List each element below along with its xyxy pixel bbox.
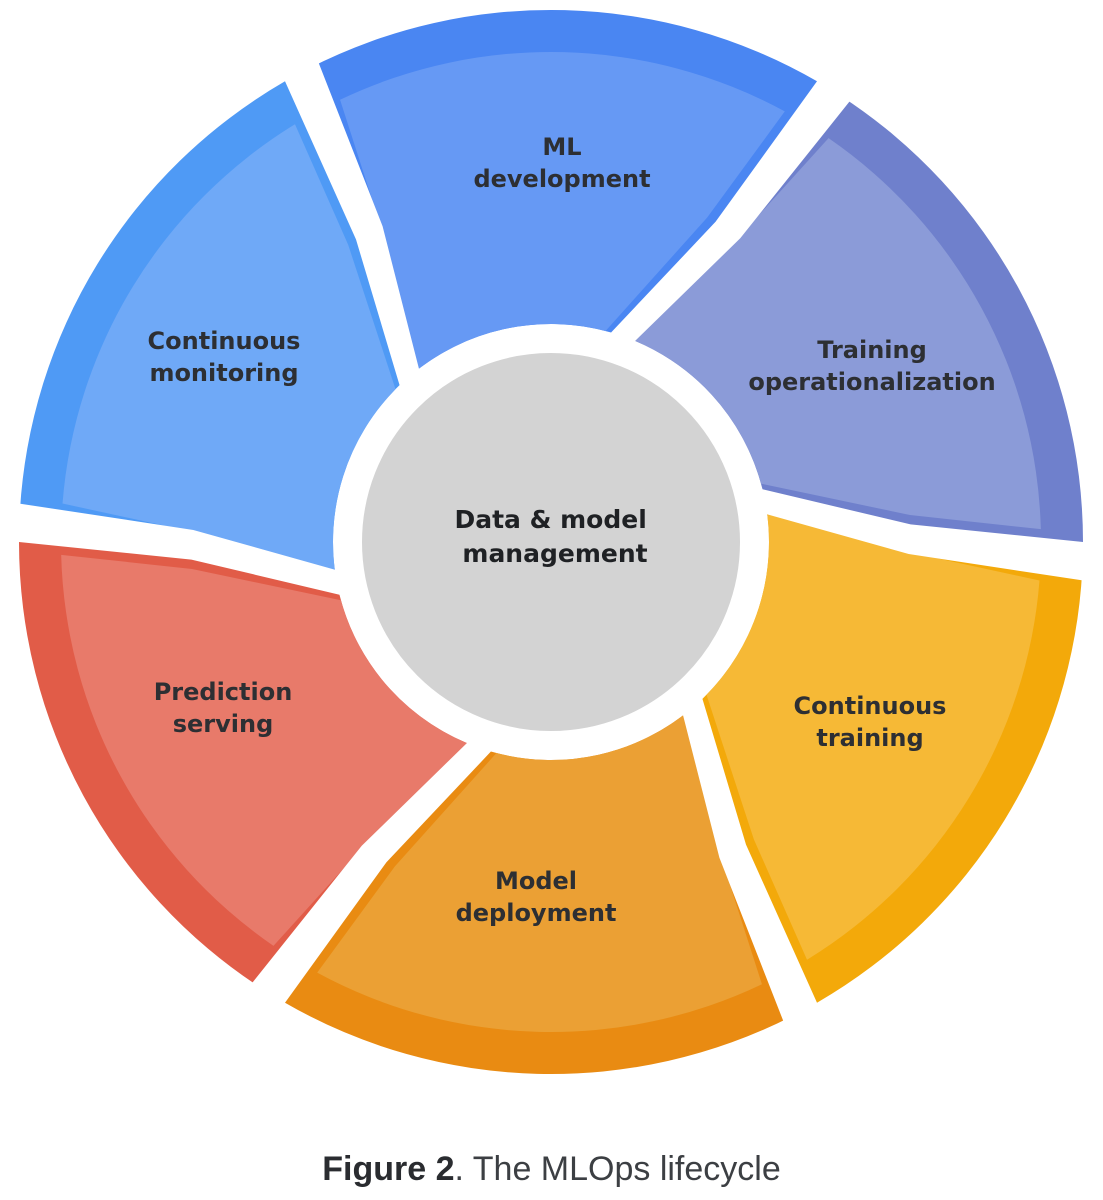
segment-label: Training operationalization <box>748 336 995 396</box>
center-label: Data & model management <box>454 505 655 568</box>
segment-divider <box>296 58 422 384</box>
segment-divider <box>758 490 1090 582</box>
center-label-line-1: Data & model <box>454 505 646 534</box>
segment-label-line: Training <box>817 336 927 364</box>
segment-label-line: ML <box>542 133 581 161</box>
segment-body <box>627 138 1041 530</box>
segment-divider <box>612 83 853 348</box>
segment-divider <box>12 502 344 594</box>
segment-divider <box>680 700 806 1026</box>
segment-body <box>340 51 785 374</box>
segment-label-line: Continuous <box>148 327 301 355</box>
segment-prediction-serving: Prediction serving <box>19 542 481 989</box>
center-label-line-2: management <box>462 539 647 568</box>
segment-label-line: development <box>473 165 650 193</box>
segment-label: Continuous monitoring <box>148 327 301 387</box>
figure-title: . The MLOps lifecycle <box>454 1150 781 1188</box>
segment-label-line: Prediction <box>154 678 293 706</box>
segment-training-operationalization: Training operationalization <box>621 95 1083 542</box>
center-circle <box>340 331 762 753</box>
figure-number: Figure 2 <box>322 1150 455 1188</box>
segment-label-line: serving <box>173 710 274 738</box>
segment-label-line: monitoring <box>149 359 298 387</box>
segment-body <box>61 554 475 946</box>
segment-label: Continuous training <box>794 692 947 752</box>
segment-body <box>62 124 396 578</box>
segment-label-line: training <box>816 724 923 752</box>
figure-caption: Figure 2. The MLOps lifecycle <box>0 1150 1103 1189</box>
segment-model-deployment: Model deployment <box>285 706 793 1074</box>
segment-label-line: operationalization <box>748 368 995 396</box>
segment-label-line: Continuous <box>794 692 947 720</box>
segment-label-line: deployment <box>456 899 617 927</box>
segment-label: ML development <box>473 133 650 193</box>
segment-continuous-training: Continuous training <box>702 500 1083 1003</box>
segment-body <box>706 506 1040 960</box>
segment-ml-development: ML development <box>309 9 817 378</box>
segment-body <box>317 710 762 1032</box>
segment-label-line: Model <box>495 867 577 895</box>
segment-continuous-monitoring: Continuous monitoring <box>19 81 400 584</box>
segment-divider <box>249 736 490 1001</box>
segment-label: Prediction serving <box>154 678 293 738</box>
segment-label: Model deployment <box>456 867 617 927</box>
